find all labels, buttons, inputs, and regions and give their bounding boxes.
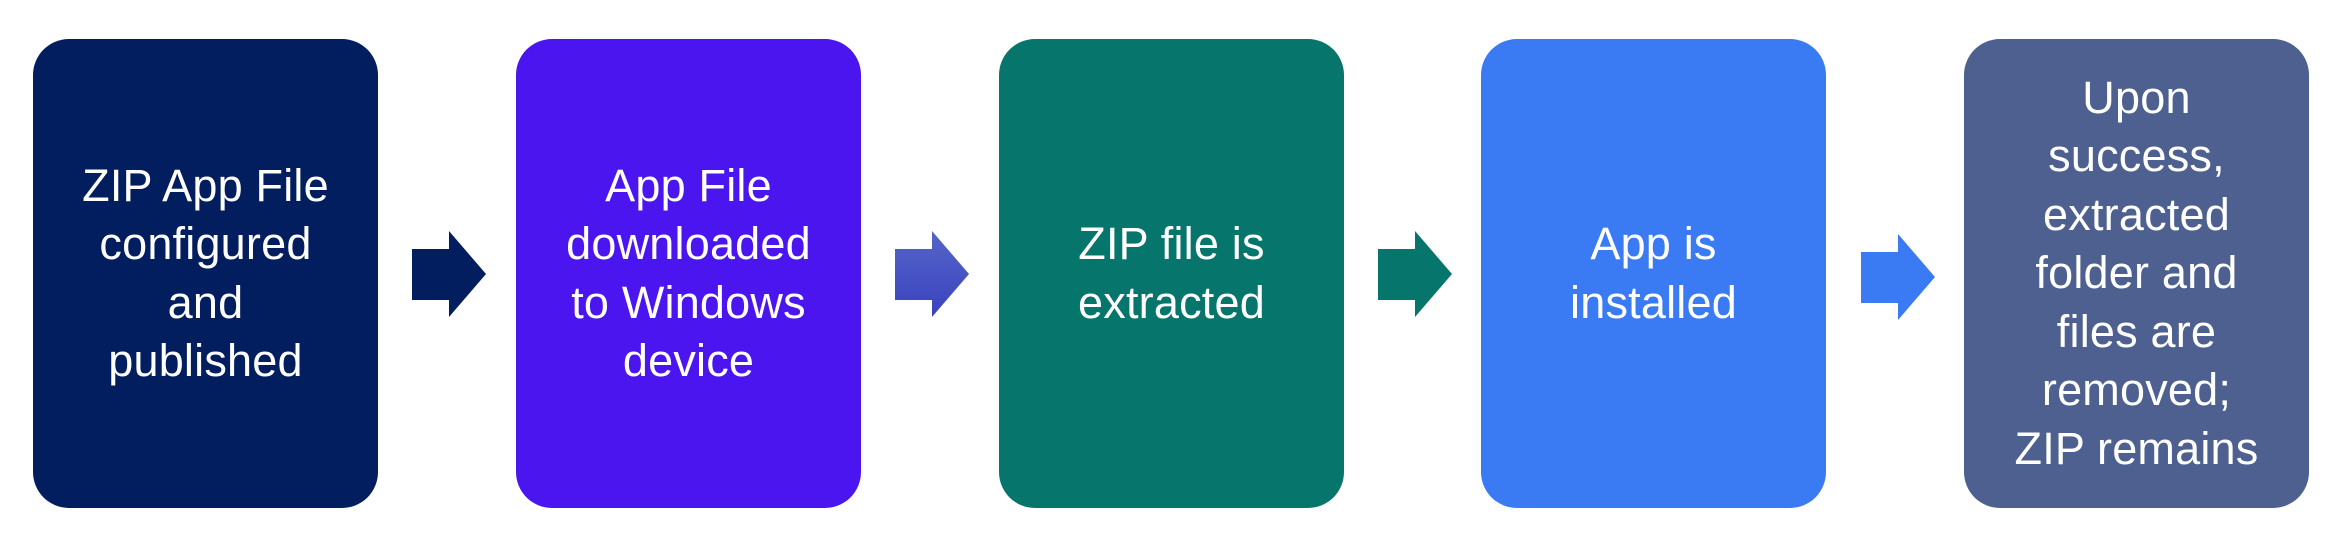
step-box-app-installed: App is installed	[1481, 39, 1826, 508]
right-arrow-icon	[412, 231, 487, 317]
right-arrow-icon	[1861, 234, 1936, 320]
right-arrow-icon	[895, 231, 970, 317]
step-label: ZIP file is extracted	[1078, 218, 1265, 328]
step-label: App is installed	[1570, 218, 1737, 328]
step-label: ZIP App File configured and published	[82, 159, 329, 387]
step-box-zip-configured: ZIP App File configured and published	[33, 39, 378, 508]
step-label: Upon success, extracted folder and files…	[2014, 71, 2259, 474]
step-box-app-downloaded: App File downloaded to Windows device	[516, 39, 861, 508]
step-box-cleanup: Upon success, extracted folder and files…	[1964, 39, 2309, 508]
right-arrow-icon	[1378, 231, 1453, 317]
step-box-zip-extracted: ZIP file is extracted	[999, 39, 1344, 508]
step-label: App File downloaded to Windows device	[566, 159, 811, 387]
